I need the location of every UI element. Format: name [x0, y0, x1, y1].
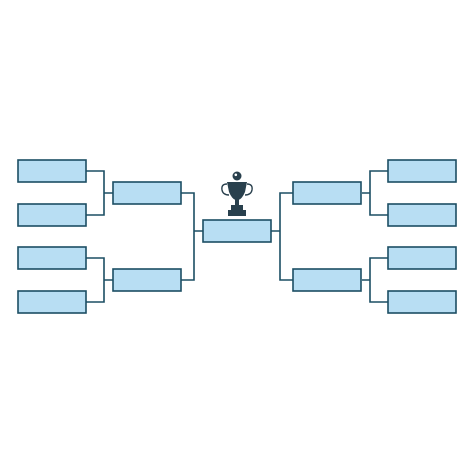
left-connectors: [86, 170, 203, 303]
left-sf-connector: [181, 192, 203, 281]
right-qf-slot-4[interactable]: [387, 290, 457, 314]
right-sf-slot-2[interactable]: [292, 268, 362, 292]
right-qf-slot-2[interactable]: [387, 203, 457, 227]
right-sf-slot-1[interactable]: [292, 181, 362, 205]
final-slot[interactable]: [202, 219, 272, 243]
left-qf-slot-3[interactable]: [17, 246, 87, 270]
left-qf-pair-2-connector: [86, 257, 113, 303]
right-qf-pair-2-connector: [362, 257, 388, 303]
left-sf-slot-2[interactable]: [112, 268, 182, 292]
right-qf-slot-3[interactable]: [387, 246, 457, 270]
left-qf-slot-1[interactable]: [17, 159, 87, 183]
left-qf-pair-1-connector: [86, 170, 113, 216]
right-qf-slot-1[interactable]: [387, 159, 457, 183]
trophy-icon: [221, 171, 253, 216]
left-qf-slot-4[interactable]: [17, 290, 87, 314]
right-connectors: [271, 170, 388, 303]
left-qf-slot-2[interactable]: [17, 203, 87, 227]
right-qf-pair-1-connector: [362, 170, 388, 216]
right-sf-connector: [271, 192, 293, 281]
left-sf-slot-1[interactable]: [112, 181, 182, 205]
